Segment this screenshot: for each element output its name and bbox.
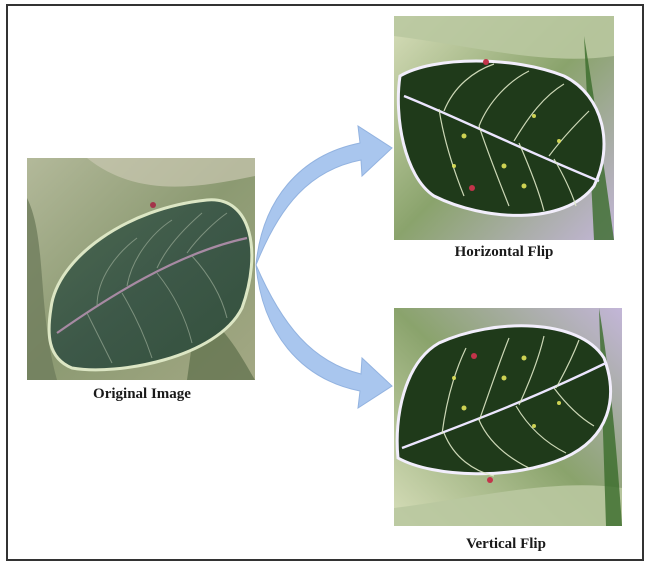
horizontal-flip-caption: Horizontal Flip — [424, 244, 584, 261]
vertical-flip-caption: Vertical Flip — [426, 536, 586, 553]
vertical-flip-image — [394, 308, 622, 526]
original-image-caption: Original Image — [62, 386, 222, 403]
horizontal-flip-image — [394, 16, 614, 240]
original-leaf-image — [27, 158, 255, 380]
